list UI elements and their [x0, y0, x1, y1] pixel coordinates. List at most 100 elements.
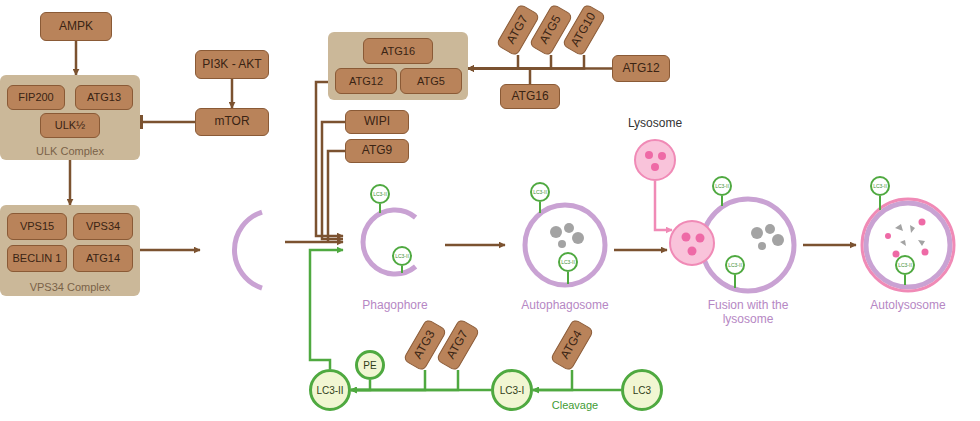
stage-label: Phagophore: [362, 298, 427, 312]
lc3-marker: LC3-II: [725, 255, 745, 275]
cargo-blob: [558, 240, 566, 248]
connector: [75, 41, 78, 75]
lysosome-dot: [651, 163, 659, 171]
lysosomes: [635, 140, 929, 265]
protein-name: ATG3: [412, 329, 439, 362]
protein-name: ATG12: [622, 62, 659, 75]
lysosome-dot: [658, 152, 666, 160]
cargo-blob: [564, 223, 574, 233]
cargo-blob: [765, 224, 775, 234]
complex-label: ULK Complex: [0, 145, 140, 157]
lysosome-dot: [682, 233, 691, 242]
complex-panel: ULK ComplexFIP200ATG13ULK½: [0, 75, 140, 160]
protein-name: VPS15: [20, 220, 54, 232]
stem: [539, 202, 541, 213]
protein-box: ATG16: [500, 84, 560, 109]
protein-name: ATG12: [349, 75, 383, 87]
protein-name: ATG7: [445, 329, 472, 362]
protein-box: ATG10: [562, 3, 607, 57]
protein-box: ATG3: [403, 318, 448, 372]
connector: [140, 121, 195, 124]
connector: [231, 79, 234, 108]
protein-name: LC3-II: [373, 192, 387, 197]
protein-box: ULK½: [40, 113, 100, 138]
protein-box: ATG5: [400, 68, 462, 94]
lysosome-dot: [696, 234, 705, 243]
protein-name: mTOR: [214, 115, 249, 128]
cargo-blob: [758, 242, 766, 250]
flow-arrow: [140, 249, 200, 252]
connector: [533, 370, 572, 390]
protein-name: LC3-II: [728, 263, 742, 268]
protein-name: ATG7: [505, 14, 532, 47]
lc3-marker: LC3-II: [558, 252, 578, 272]
complex-panel: ATG16ATG12 ATG5: [328, 32, 468, 100]
protein-box: ATG12: [335, 68, 397, 94]
protein-circle: LC3: [621, 369, 663, 411]
lc3-marker: LC3-II: [895, 255, 915, 275]
enzyme-dot: [885, 233, 891, 239]
protein-box: ATG16: [363, 38, 433, 64]
protein-box: mTOR: [195, 108, 269, 136]
flow-arrow: [614, 249, 667, 252]
protein-box: PI3K - AKT: [195, 50, 269, 79]
protein-circle: LC3-I: [491, 369, 533, 411]
phagophore-membrane: [363, 210, 416, 274]
protein-box: ATG7: [436, 318, 481, 372]
lysosome: [635, 140, 675, 180]
flow-arrow: [316, 82, 343, 236]
protein-name: LC3-II: [715, 184, 729, 189]
connector: [468, 69, 530, 85]
protein-box: FIP200: [7, 85, 65, 110]
stem: [401, 266, 403, 273]
cargo: [550, 223, 925, 250]
cargo-debris: [895, 224, 925, 246]
lc3-marker: LC3-II: [530, 182, 550, 202]
cargo-blob: [550, 226, 562, 238]
connector: [468, 55, 518, 69]
flow-line: [322, 122, 345, 239]
protein-name: WIPI: [364, 115, 390, 128]
connector: [468, 55, 551, 69]
stage-label: Autophagosome: [521, 298, 608, 312]
lc3-marker: LC3-II: [370, 184, 390, 204]
protein-box: ATG14: [73, 245, 133, 272]
protein-name: LC3: [633, 385, 651, 396]
enzyme-dot: [919, 219, 926, 226]
protein-name: ATG9: [362, 144, 392, 157]
lysosome-dot: [645, 151, 653, 159]
complex-label: VPS34 Complex: [0, 281, 140, 293]
cargo-blob: [572, 232, 584, 244]
protein-name: FIP200: [18, 91, 53, 103]
protein-name: LC3-II: [873, 184, 887, 189]
flow-line: [328, 151, 345, 242]
stem: [567, 272, 569, 284]
protein-name: LC3-II: [898, 263, 912, 268]
protein-name: ATG16: [381, 45, 415, 57]
protein-name: BECLIN 1: [13, 252, 62, 264]
protein-name: VPS34: [86, 220, 120, 232]
connector: [351, 380, 370, 390]
lysosome-dot: [688, 247, 697, 256]
protein-name: ULK½: [55, 119, 86, 131]
stem: [721, 196, 723, 206]
isolation-membrane: [234, 212, 262, 288]
protein-name: LC3-II: [561, 260, 575, 265]
stage-label: Autolysosome: [870, 298, 945, 312]
lc3-marker: LC3-II: [870, 176, 890, 196]
protein-name: LC3-I: [500, 385, 524, 396]
stem: [879, 196, 881, 210]
connector: [468, 55, 584, 69]
lysosome-arrow: [655, 181, 672, 230]
protein-name: ATG4: [559, 329, 586, 362]
protein-box: VPS15: [7, 213, 67, 240]
organelle-label: Lysosome: [628, 116, 682, 130]
protein-name: LC3-II: [316, 385, 343, 396]
cargo-blob: [772, 234, 784, 246]
flow-arrow: [803, 244, 856, 247]
protein-box: ATG9: [345, 139, 409, 163]
lc3-marker: LC3-II: [392, 246, 412, 266]
autophagosome-membrane: [525, 205, 605, 285]
protein-box: ATG4: [550, 318, 595, 372]
stem: [379, 204, 381, 213]
